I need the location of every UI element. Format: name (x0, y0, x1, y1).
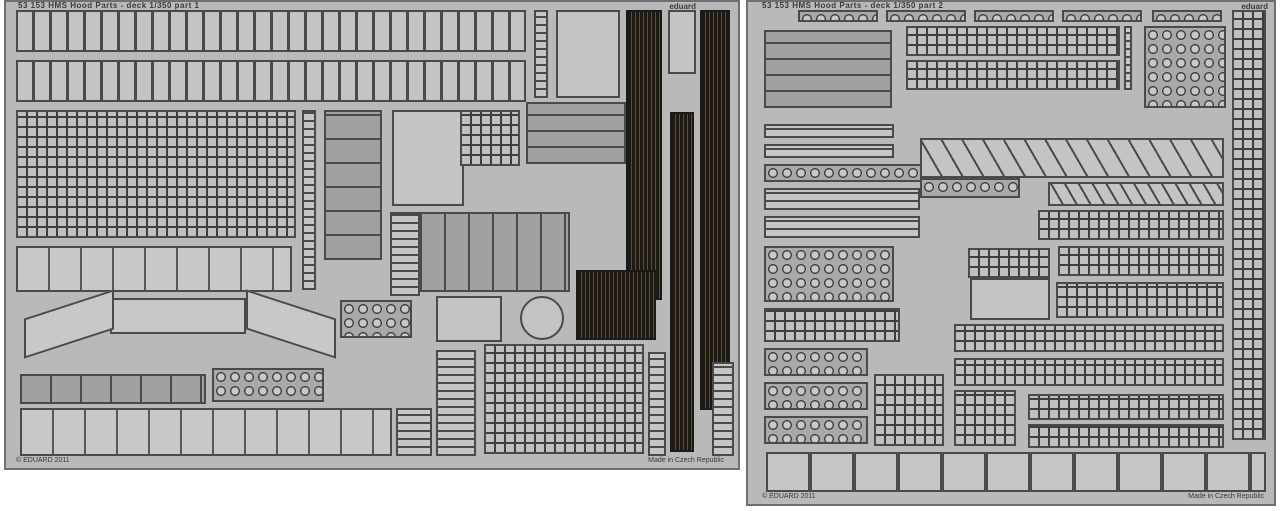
grating-block-2 (764, 216, 920, 238)
box-frames (484, 344, 644, 454)
railing-strip-2 (16, 60, 526, 102)
bridge-front (110, 298, 246, 334)
frame-row-f (954, 358, 1224, 386)
brand-logo: eduard (669, 2, 696, 11)
deck-planking-bend (576, 270, 656, 340)
railing-frames-1 (906, 26, 1120, 56)
porthole-strip-5 (1152, 10, 1222, 22)
edge-ladder (712, 362, 734, 456)
bridge-wing-left (24, 289, 114, 359)
brand-logo: eduard (1241, 2, 1268, 11)
truss-strip (920, 138, 1224, 178)
box-group-2 (954, 390, 1016, 446)
round-grid-plate (764, 246, 894, 302)
frame-row-e (954, 324, 1224, 352)
grating-block-1 (764, 188, 920, 210)
fret-title: 53 153 HMS Hood Parts - deck 1/350 part … (18, 1, 200, 10)
strip-row-2 (764, 144, 894, 158)
origin-text: Made in Czech Republic (1188, 493, 1264, 500)
tall-ladder (648, 352, 666, 456)
copyright-text: © EDUARD 2011 (762, 493, 816, 500)
platform-plate (970, 278, 1050, 320)
vertical-ladders (390, 212, 420, 296)
porthole-strip-2 (886, 10, 966, 22)
origin-text: Made in Czech Republic (648, 457, 724, 464)
door-column-pair (324, 110, 382, 260)
grating-strips (396, 408, 432, 456)
deck-planking-long-2 (700, 10, 730, 410)
ring-strip (920, 178, 1020, 198)
crossed-panels (20, 374, 206, 404)
bridge-wing-right (246, 289, 336, 359)
hatch-row (766, 452, 1266, 492)
railing-strip-1 (16, 10, 526, 52)
bracket-frames-4 (1056, 282, 1224, 318)
frame-row-a (764, 308, 900, 342)
porthole-strip-1 (798, 10, 878, 22)
round-strip (764, 164, 924, 182)
small-frame (668, 10, 696, 74)
diagonal-braces (1048, 182, 1224, 206)
hatch-group (420, 212, 570, 292)
bracket-frames-1 (1038, 210, 1224, 240)
funnel-cap (392, 110, 464, 206)
porthole-grid (1144, 26, 1226, 108)
bracket-group (526, 102, 626, 164)
cross-frame (436, 296, 502, 342)
deck-planking-long-1 (626, 10, 662, 300)
porthole-strip-3 (974, 10, 1054, 22)
lattice-panels (16, 110, 296, 238)
porthole-row-c (764, 382, 868, 410)
gun-shield (556, 10, 620, 98)
side-frame-column (1232, 10, 1266, 440)
bracket-frames-3 (968, 248, 1050, 278)
frame-row-h (1028, 424, 1224, 448)
fret-title: 53 153 HMS Hood Parts - deck 1/350 part … (762, 1, 944, 10)
bulkhead-panels-bottom (20, 408, 392, 456)
ladder-set (534, 10, 548, 98)
porthole-plate (340, 300, 412, 338)
ladder-vertical (302, 110, 316, 290)
star-platform (520, 296, 564, 340)
photo-etch-fret-part-2: 53 153 HMS Hood Parts - deck 1/350 part … (746, 0, 1276, 506)
deck-planking-long-3 (670, 112, 694, 452)
long-ladders (436, 350, 476, 456)
small-frames (460, 110, 520, 166)
box-group-1 (874, 374, 944, 446)
bracket-frames-2 (1058, 246, 1224, 276)
vertical-ladder (1124, 26, 1132, 90)
copyright-text: © EDUARD 2011 (16, 457, 70, 464)
frame-row-g (1028, 394, 1224, 420)
round-platforms (212, 368, 324, 402)
porthole-strip-4 (1062, 10, 1142, 22)
porthole-row-d (764, 416, 868, 444)
bulkhead-panels-top (16, 246, 292, 292)
photo-etch-fret-part-1: 53 153 HMS Hood Parts - deck 1/350 part … (4, 0, 740, 470)
strip-row-1 (764, 124, 894, 138)
railing-frames-2 (906, 60, 1120, 90)
porthole-row-b (764, 348, 868, 376)
ventilator-panel (764, 30, 892, 108)
